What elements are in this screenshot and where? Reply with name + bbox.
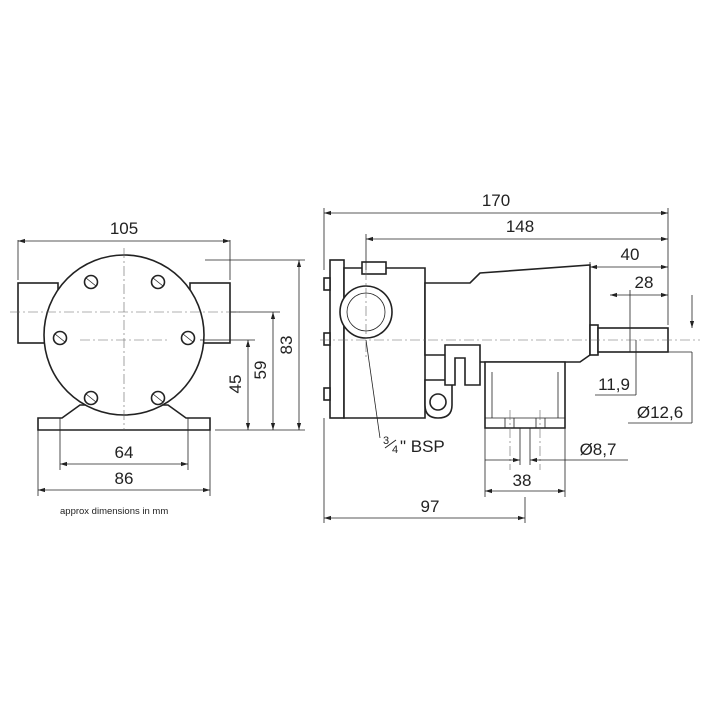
dim-front-height-shaft: 45 (226, 375, 245, 394)
dim-side-length-overall: 170 (482, 191, 510, 210)
dim-front-width: 105 (110, 219, 138, 238)
dim-foot-outer: 86 (115, 469, 134, 488)
svg-text:3: 3 (383, 435, 389, 447)
svg-text:" BSP: " BSP (400, 437, 445, 456)
front-view: 105 83 59 45 64 86 (10, 219, 305, 496)
dim-shaft-key: 28 (635, 273, 654, 292)
svg-text:4: 4 (392, 444, 398, 456)
bracket (444, 344, 481, 386)
dim-front-height-overall: 83 (277, 336, 296, 355)
side-view: 170 148 40 28 11,9 Ø12,6 Ø8,7 (320, 191, 700, 523)
dim-side-length-body: 148 (506, 217, 534, 236)
dim-shaft-flat: 11,9 (598, 375, 630, 394)
note-approx-dimensions: approx dimensions in mm (60, 506, 168, 517)
front-flange (329, 259, 345, 419)
dim-foot-width: 38 (513, 471, 532, 490)
port-size-label: 3 4 " BSP (383, 435, 445, 456)
dim-shaft-diameter: Ø12,6 (637, 403, 683, 422)
cover-screws (52, 274, 196, 406)
dim-front-height-outlet: 59 (251, 361, 270, 380)
dim-foot-position: 97 (421, 497, 440, 516)
dim-foot-inner: 64 (115, 443, 134, 462)
dim-mount-hole: Ø8,7 (580, 440, 617, 459)
dim-shaft-length: 40 (621, 245, 640, 264)
